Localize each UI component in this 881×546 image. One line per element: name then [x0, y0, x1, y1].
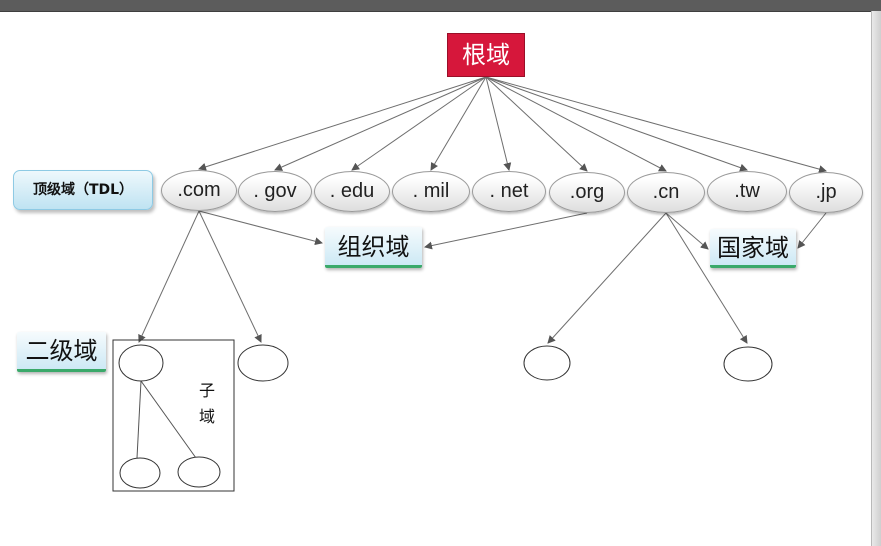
root-domain-node: 根域 — [447, 33, 525, 77]
edge-com-second-a — [138, 210, 200, 343]
edge-root-net — [485, 76, 512, 171]
cn-second-node-a — [523, 345, 571, 381]
subdomain-label: 子域 — [198, 381, 215, 426]
tld-node-com: .com — [161, 170, 237, 211]
tld-node-gov: . gov — [238, 171, 312, 212]
edge-cn-country-label — [665, 212, 709, 250]
tld-node-cn: .cn — [627, 172, 705, 213]
edge-sub-left — [136, 380, 142, 459]
country-domain-label: 国家域 — [710, 229, 796, 268]
organization-domain-label: 组织域 — [325, 227, 422, 268]
second-level-domain-label: 二级域 — [17, 332, 106, 372]
tld-node-mil: . mil — [392, 171, 470, 212]
edge-root-cn — [485, 76, 667, 172]
second-level-node-a — [118, 344, 164, 382]
edge-com-org-label — [198, 210, 323, 246]
second-level-node-b — [237, 344, 289, 382]
sub-node-b — [177, 456, 221, 488]
edge-root-org — [485, 76, 588, 172]
edge-root-com — [198, 76, 487, 171]
edge-root-tw — [485, 76, 748, 172]
edge-com-second-b — [198, 210, 262, 343]
edge-root-mil — [430, 76, 487, 171]
cn-second-node-b — [723, 346, 773, 382]
sub-node-a — [119, 457, 161, 489]
edge-jp-country-label — [797, 212, 827, 249]
tld-label: 顶级域（TDL） — [13, 170, 153, 210]
tld-node-jp: .jp — [789, 172, 863, 213]
window-top-bar — [0, 0, 881, 12]
scrollbar[interactable] — [871, 11, 881, 546]
tld-node-tw: .tw — [707, 171, 787, 212]
edge-root-edu — [351, 76, 487, 171]
tld-node-edu: . edu — [314, 171, 390, 212]
subdomain-box — [112, 339, 235, 492]
edge-cn-second-a — [547, 212, 667, 344]
edge-cn-second-b — [665, 212, 748, 344]
edge-sub-right — [140, 380, 197, 459]
edge-root-jp — [485, 76, 827, 173]
edge-org-org-label — [424, 212, 588, 250]
tld-node-org: .org — [549, 172, 625, 213]
edge-root-gov — [274, 76, 487, 171]
tld-node-net: . net — [472, 171, 546, 212]
